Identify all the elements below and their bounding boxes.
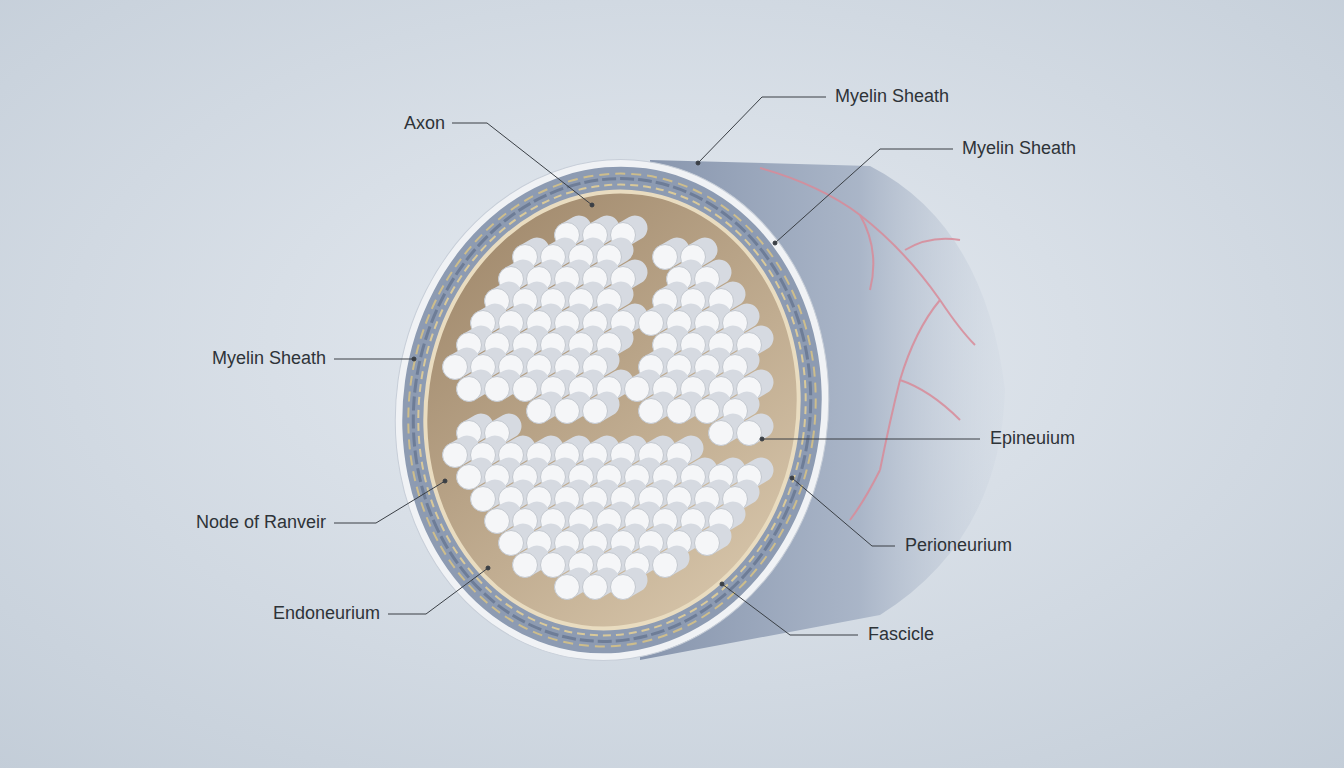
leader-dot [773,241,777,245]
perineurium-layer [395,165,829,655]
axon-fiber [499,531,524,556]
blood-vessel [860,215,873,290]
axon-end [583,399,608,424]
axon-fiber [471,487,496,512]
layer-line [378,147,846,673]
axon-end [457,377,482,402]
axon-end [443,355,468,380]
axon-fiber [555,575,580,600]
axon-end [541,553,566,578]
blood-vessel [900,380,960,420]
axon-fiber [583,399,608,424]
axon-end [653,553,678,578]
leader-dot [720,582,724,586]
axon-fiber [653,553,678,578]
axon-end [625,377,650,402]
part-label: Node of Ranveir [196,511,326,533]
leader-dot [696,161,700,165]
leader-line [792,478,895,546]
axon-end [709,421,734,446]
axon-end [485,377,510,402]
axon-fiber [513,553,538,578]
leader-line [775,149,953,243]
leader-dot [760,437,764,441]
part-label: Myelin Sheath [212,347,326,369]
axon-end [457,465,482,490]
leader-line [762,439,980,440]
axon-end [555,399,580,424]
leader-dot [790,476,794,480]
axon-fiber [653,245,678,270]
axon-fiber [583,575,608,600]
axon-fiber [611,575,636,600]
axon-fiber [443,443,468,468]
axon-end [583,575,608,600]
axon-bundle [443,223,762,600]
part-label: Perioneurium [905,534,1012,556]
axon-fiber [541,553,566,578]
axon-fiber [457,465,482,490]
axon-end [667,399,692,424]
axon-fiber [457,377,482,402]
axon-fiber [639,399,664,424]
axon-fiber [709,421,734,446]
axon-end [471,487,496,512]
part-label: Fascicle [868,623,934,645]
cross-section [363,131,861,688]
leader-line [698,97,826,163]
axon-end [443,443,468,468]
axon-end [499,531,524,556]
leader-dot [486,566,490,570]
leader-line [452,123,592,205]
axon-fiber [443,355,468,380]
layer-line [389,159,834,660]
part-label: Epineuium [990,427,1075,449]
part-label: Axon [404,112,445,134]
axon-end [555,575,580,600]
blood-vessel [880,300,940,470]
axon-fiber [695,531,720,556]
endoneurium-space [400,170,825,651]
part-label: Myelin Sheath [835,85,949,107]
axon-fiber [555,399,580,424]
leader-line [334,481,445,523]
axon-end [485,509,510,534]
axon-fiber [695,399,720,424]
axon-fiber [639,311,664,336]
outer-rim [363,131,861,688]
axon-end [695,531,720,556]
leader-dot [412,357,416,361]
part-label: Endoneurium [273,602,380,624]
leader-line [388,568,488,614]
axon-end [513,553,538,578]
axon-fiber [485,509,510,534]
axon-end [737,421,762,446]
part-label: Myelin Sheath [962,137,1076,159]
axon-end [695,399,720,424]
axon-end [639,311,664,336]
axon-end [513,377,538,402]
axon-end [639,399,664,424]
blood-vessel [850,470,880,520]
axon-end [527,399,552,424]
axon-fiber [667,399,692,424]
leader-dot [590,203,594,207]
layer-line [384,153,841,668]
leader-lines [334,97,980,635]
axon-fiber [737,421,762,446]
axon-fiber [527,399,552,424]
axon-end [611,575,636,600]
blood-vessel [905,239,960,250]
leader-dot [443,479,447,483]
axon-fiber [625,377,650,402]
leader-line [334,359,414,360]
leader-line [722,584,858,635]
axon-end [653,245,678,270]
axon-fiber [513,377,538,402]
epineurium-layer [371,139,853,680]
axon-fiber [485,377,510,402]
